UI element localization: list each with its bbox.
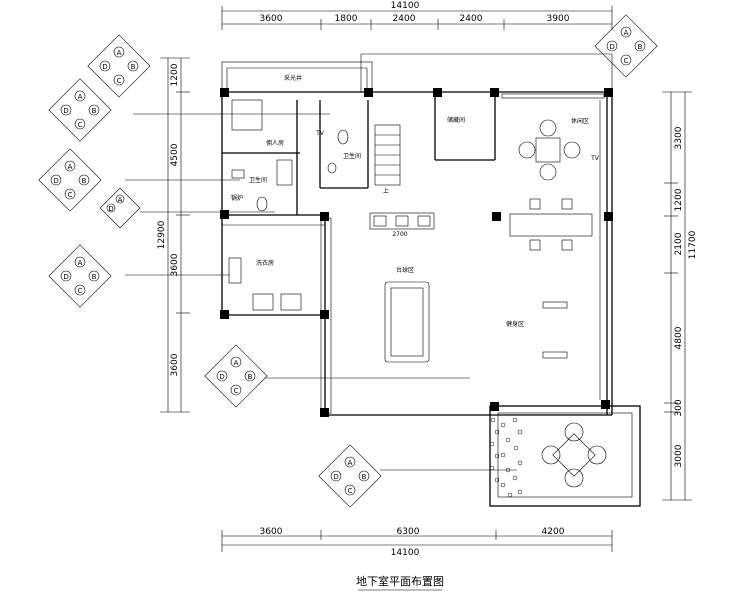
index-tag-3-letter-c: C: [78, 121, 83, 129]
top-total-dim: 14100: [391, 1, 420, 11]
left-dim-3: 3600: [170, 253, 180, 276]
index-tag-8-letter-b: B: [362, 473, 367, 481]
label-storage: 储藏间: [447, 116, 465, 124]
index-tag-1-letter-b: B: [638, 43, 643, 51]
index-tag-4-letter-d: D: [53, 177, 58, 185]
bottom-dim-3: 4200: [542, 527, 565, 537]
index-tag-8-letter-d: D: [333, 473, 338, 481]
index-tag-6: A B C D: [48, 244, 112, 308]
top-dim-5: 3900: [547, 14, 570, 24]
index-tag-1-letter-a: A: [624, 29, 629, 37]
left-dim-4: 3600: [170, 353, 180, 376]
index-tag-6-letter-c: C: [78, 287, 83, 295]
label-billiards: 台球区: [396, 266, 414, 274]
right-total-dim: 11700: [688, 230, 698, 259]
right-dim-1: 3300: [674, 126, 684, 149]
left-dim-2: 4500: [170, 143, 180, 166]
index-tag-7: A B C D: [204, 344, 268, 408]
index-tag-2-letter-a: A: [117, 49, 122, 57]
label-light-well: 采光井: [284, 74, 302, 82]
index-tag-6-letter-d: D: [63, 273, 68, 281]
label-tv-2: TV: [590, 155, 600, 162]
label-maid-room: 佣人房: [266, 139, 284, 147]
bottom-total-dim: 14100: [391, 548, 420, 558]
label-tv-1: TV: [315, 130, 325, 137]
index-tag-8: A B C D: [318, 444, 382, 508]
right-dim-5: 300: [674, 399, 684, 416]
index-tag-3-letter-d: D: [63, 107, 68, 115]
bottom-dimension-chain: 3600 6300 4200 14100: [221, 527, 613, 558]
index-tag-4: A B C D: [38, 148, 102, 212]
index-tag-4-letter-a: A: [68, 163, 73, 171]
index-tag-2-letter-d: D: [102, 63, 107, 71]
index-tag-4-letter-b: B: [82, 177, 87, 185]
index-tag-5-letter-a: A: [118, 196, 123, 204]
index-tag-7-letter-b: B: [248, 373, 253, 381]
label-laundry: 洗衣房: [256, 259, 274, 267]
top-dim-4: 2400: [460, 14, 483, 24]
left-dim-1: 1200: [170, 63, 180, 86]
label-toilet: 卫生间: [249, 176, 267, 184]
index-tag-1: A B C D: [594, 14, 658, 78]
index-tag-7-letter-c: C: [234, 387, 239, 395]
index-tag-3-letter-b: B: [92, 107, 97, 115]
index-tag-7-letter-d: D: [219, 373, 224, 381]
columns: [220, 88, 613, 417]
index-tag-3: A B C D: [48, 78, 112, 142]
label-boiler: 锅炉: [231, 194, 243, 202]
index-tag-5-letter-d: D: [108, 205, 113, 213]
furniture: [125, 99, 607, 498]
index-tag-6-letter-b: B: [92, 273, 97, 281]
label-dim-small: 2700: [392, 231, 407, 238]
left-total-dim: 12900: [157, 220, 167, 249]
index-tag-7-letter-a: A: [234, 359, 239, 367]
index-tag-8-letter-c: C: [348, 487, 353, 495]
top-dimension-chain: 14100 3600 1800 2400 2400 3900: [221, 1, 613, 30]
index-tag-3-letter-a: A: [78, 93, 83, 101]
right-dim-3: 2100: [674, 232, 684, 255]
index-tag-4-letter-c: C: [68, 191, 73, 199]
drawing-title: 地下室平面布置图: [356, 574, 444, 588]
bottom-dim-2: 6300: [397, 527, 420, 537]
top-dim-2: 1800: [335, 14, 358, 24]
room-labels: 采光井 佣人房 卫生间 储藏间 卫生间 锅炉 洗衣房 台球区 休闲区 健身区 上…: [231, 74, 600, 328]
label-leisure: 休闲区: [571, 117, 589, 125]
right-dimension-chain: 3300 1200 2100 4800 300 3000 11700: [662, 91, 698, 501]
index-tag-2: A B C D: [87, 34, 151, 98]
right-dim-2: 1200: [674, 188, 684, 211]
index-tag-1-letter-d: D: [609, 43, 614, 51]
label-fitness: 健身区: [506, 320, 524, 328]
right-dim-6: 3000: [674, 444, 684, 467]
index-tag-6-letter-a: A: [78, 259, 83, 267]
top-dim-1: 3600: [260, 14, 283, 24]
index-tag-5: D A: [99, 187, 141, 229]
index-tag-2-letter-c: C: [117, 77, 122, 85]
index-tag-2-letter-b: B: [131, 63, 136, 71]
right-dim-4: 4800: [674, 326, 684, 349]
index-tag-1-letter-c: C: [624, 57, 629, 65]
top-dim-3: 2400: [393, 14, 416, 24]
left-dimension-chain: 1200 4500 3600 3600 12900: [157, 57, 190, 413]
label-up: 上: [383, 187, 389, 195]
index-tag-8-letter-a: A: [348, 459, 353, 467]
bottom-dim-1: 3600: [260, 527, 283, 537]
label-bathroom: 卫生间: [343, 152, 361, 160]
